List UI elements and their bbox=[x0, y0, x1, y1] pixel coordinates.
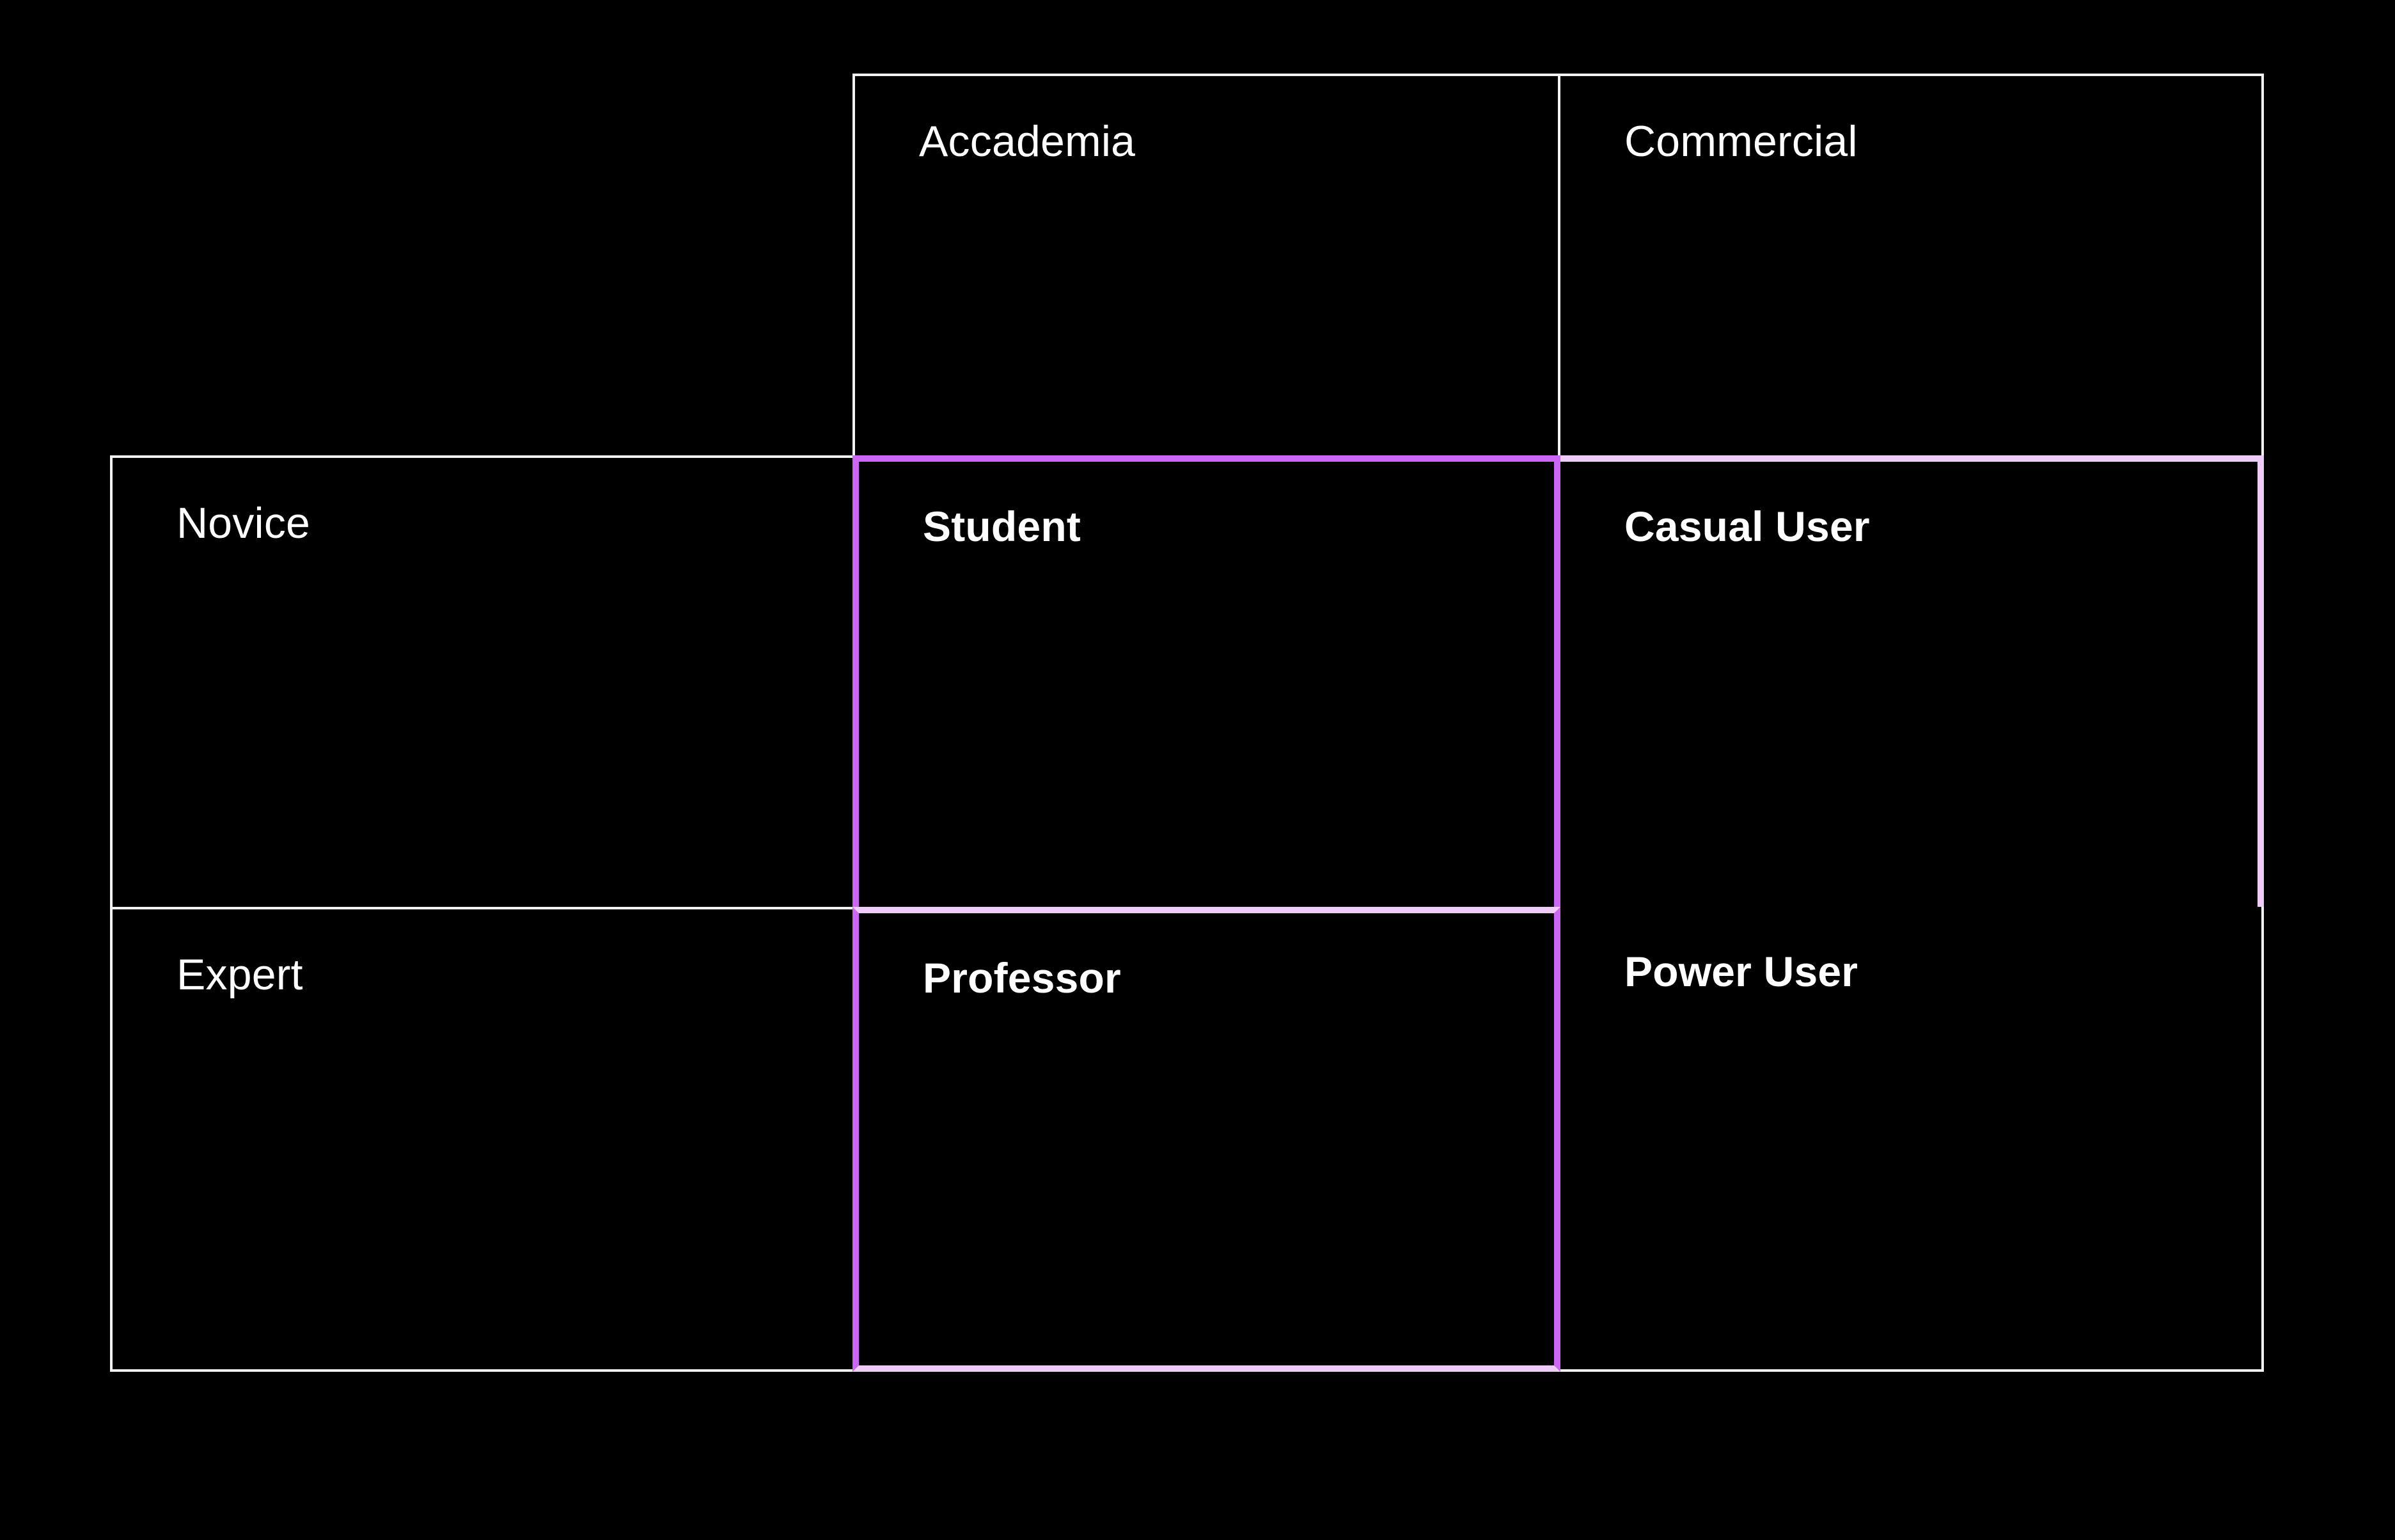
column-header-commercial[interactable]: Commercial bbox=[1560, 74, 2264, 455]
row-header-expert[interactable]: Expert bbox=[110, 907, 852, 1372]
persona-label-professor: Professor bbox=[923, 954, 1121, 1002]
matrix-cell-novice-academia[interactable]: Student bbox=[852, 455, 1560, 907]
matrix-corner-cell bbox=[110, 74, 852, 455]
row-header-novice-label: Novice bbox=[177, 499, 311, 547]
matrix-grid: Accademia Commercial Novice Student Casu… bbox=[110, 74, 2264, 1372]
column-header-commercial-label: Commercial bbox=[1624, 117, 1858, 166]
row-header-novice[interactable]: Novice bbox=[110, 455, 852, 907]
persona-label-power-user: Power User bbox=[1624, 948, 1858, 995]
matrix-cell-expert-commercial[interactable]: Power User bbox=[1560, 907, 2264, 1372]
persona-label-student: Student bbox=[923, 503, 1081, 550]
persona-label-casual-user: Casual User bbox=[1624, 503, 1870, 550]
column-header-academia-label: Accademia bbox=[919, 117, 1136, 166]
column-header-academia[interactable]: Accademia bbox=[852, 74, 1560, 455]
row-header-expert-label: Expert bbox=[177, 950, 303, 999]
matrix-cell-expert-academia[interactable]: Professor bbox=[852, 907, 1560, 1372]
matrix-cell-novice-commercial[interactable]: Casual User bbox=[1560, 455, 2264, 907]
